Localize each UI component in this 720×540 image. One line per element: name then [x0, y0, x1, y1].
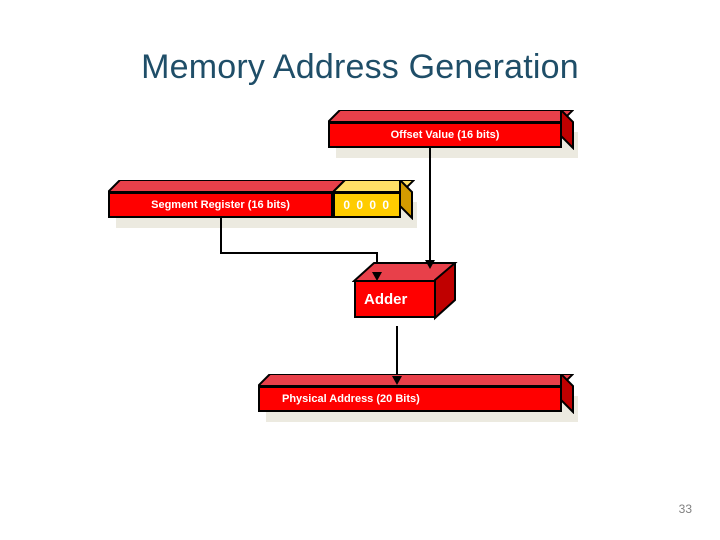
- page-number: 33: [678, 502, 692, 516]
- segment-to-adder-wire-down-1: [220, 218, 222, 254]
- segment-register-front-face: [108, 192, 333, 218]
- page-title: Memory Address Generation: [141, 48, 579, 86]
- segment-to-adder-wire-across: [220, 252, 378, 254]
- adder-side-face: [434, 262, 456, 321]
- physical-address-side-face: [560, 374, 574, 414]
- adder-block[interactable]: Adder: [352, 262, 462, 332]
- adder-front-face: [354, 280, 436, 318]
- adder-to-physical-address-arrowhead: [392, 376, 402, 385]
- offset-to-adder-arrowhead: [425, 260, 435, 269]
- segment-to-adder-arrowhead: [372, 272, 382, 281]
- zero-nibble-block[interactable]: 0 0 0 0: [333, 180, 417, 228]
- adder-to-physical-address-wire: [396, 326, 398, 382]
- offset-value-front-face: [328, 122, 562, 148]
- offset-value-side-face: [560, 110, 574, 150]
- offset-to-adder-wire: [429, 148, 431, 264]
- physical-address-front-face: [258, 386, 562, 412]
- offset-value-block[interactable]: Offset Value (16 bits): [328, 110, 578, 158]
- segment-register-block[interactable]: Segment Register (16 bits): [108, 180, 349, 228]
- physical-address-block[interactable]: Physical Address (20 Bits): [258, 374, 578, 422]
- zero-nibble-side-face: [399, 180, 413, 220]
- zero-nibble-front-face: [333, 192, 401, 218]
